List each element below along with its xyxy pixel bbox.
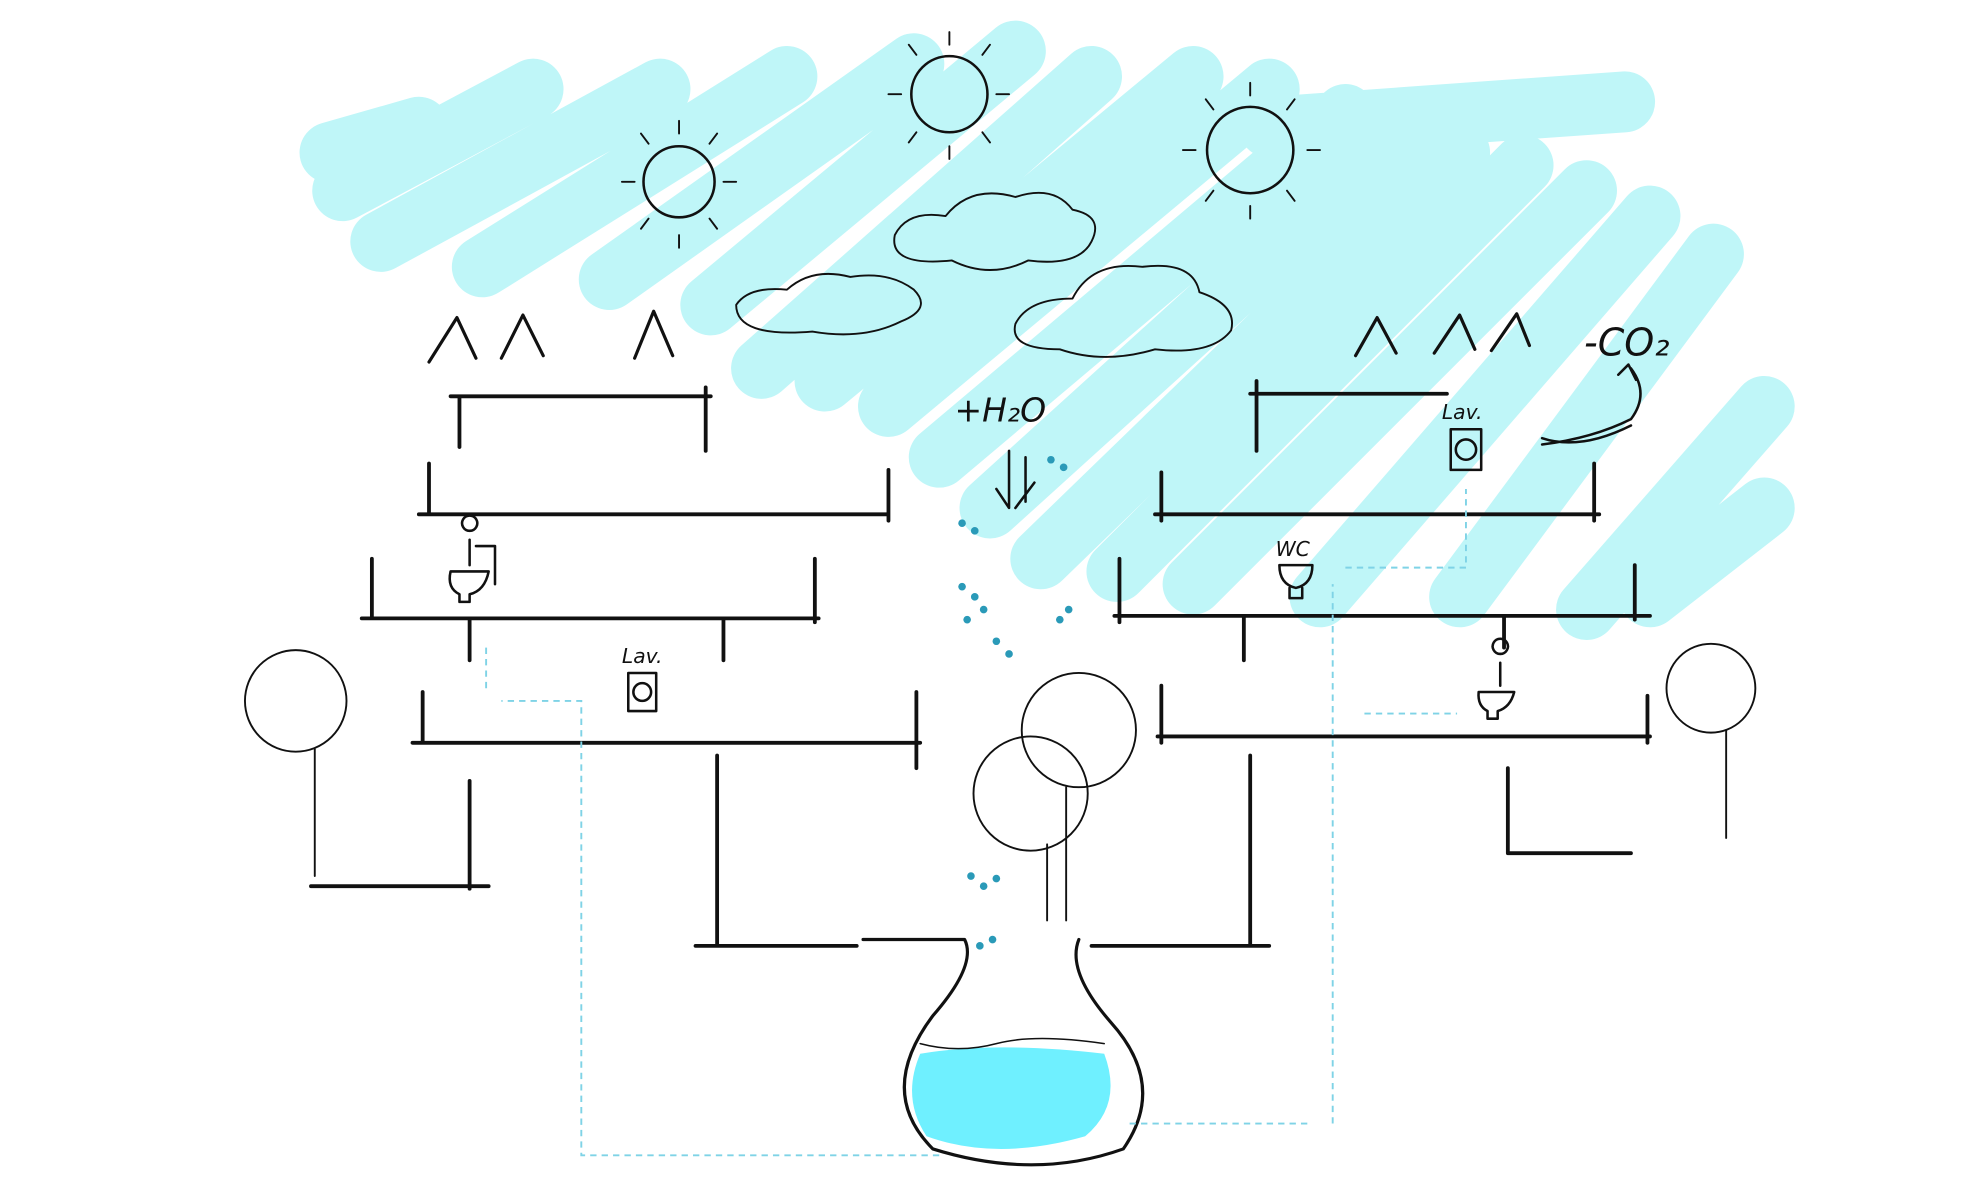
co2-out-label: -CO₂ [1584, 321, 1670, 365]
clouds [735, 191, 1233, 358]
sun-left [620, 119, 738, 249]
distribution-pipes [485, 488, 1467, 1157]
lav-right-label: Lav. [1442, 400, 1483, 424]
rainwater-tank [861, 937, 1145, 1167]
sky-scribble [299, 20, 1795, 640]
roof-arrow [995, 363, 1642, 510]
lav-left-label: Lav. [622, 644, 663, 668]
building-right [1089, 379, 1652, 948]
sun-right [1181, 81, 1321, 220]
water-in-label: +H₂O [954, 391, 1046, 430]
trees [244, 642, 1757, 922]
wc-label: WC [1276, 537, 1311, 561]
solar-panels-right [1353, 312, 1532, 358]
building-left [309, 385, 923, 948]
water-drops [958, 455, 1073, 950]
fixtures [448, 428, 1516, 720]
sun-center [887, 31, 1010, 160]
solar-panels-left [427, 309, 675, 364]
